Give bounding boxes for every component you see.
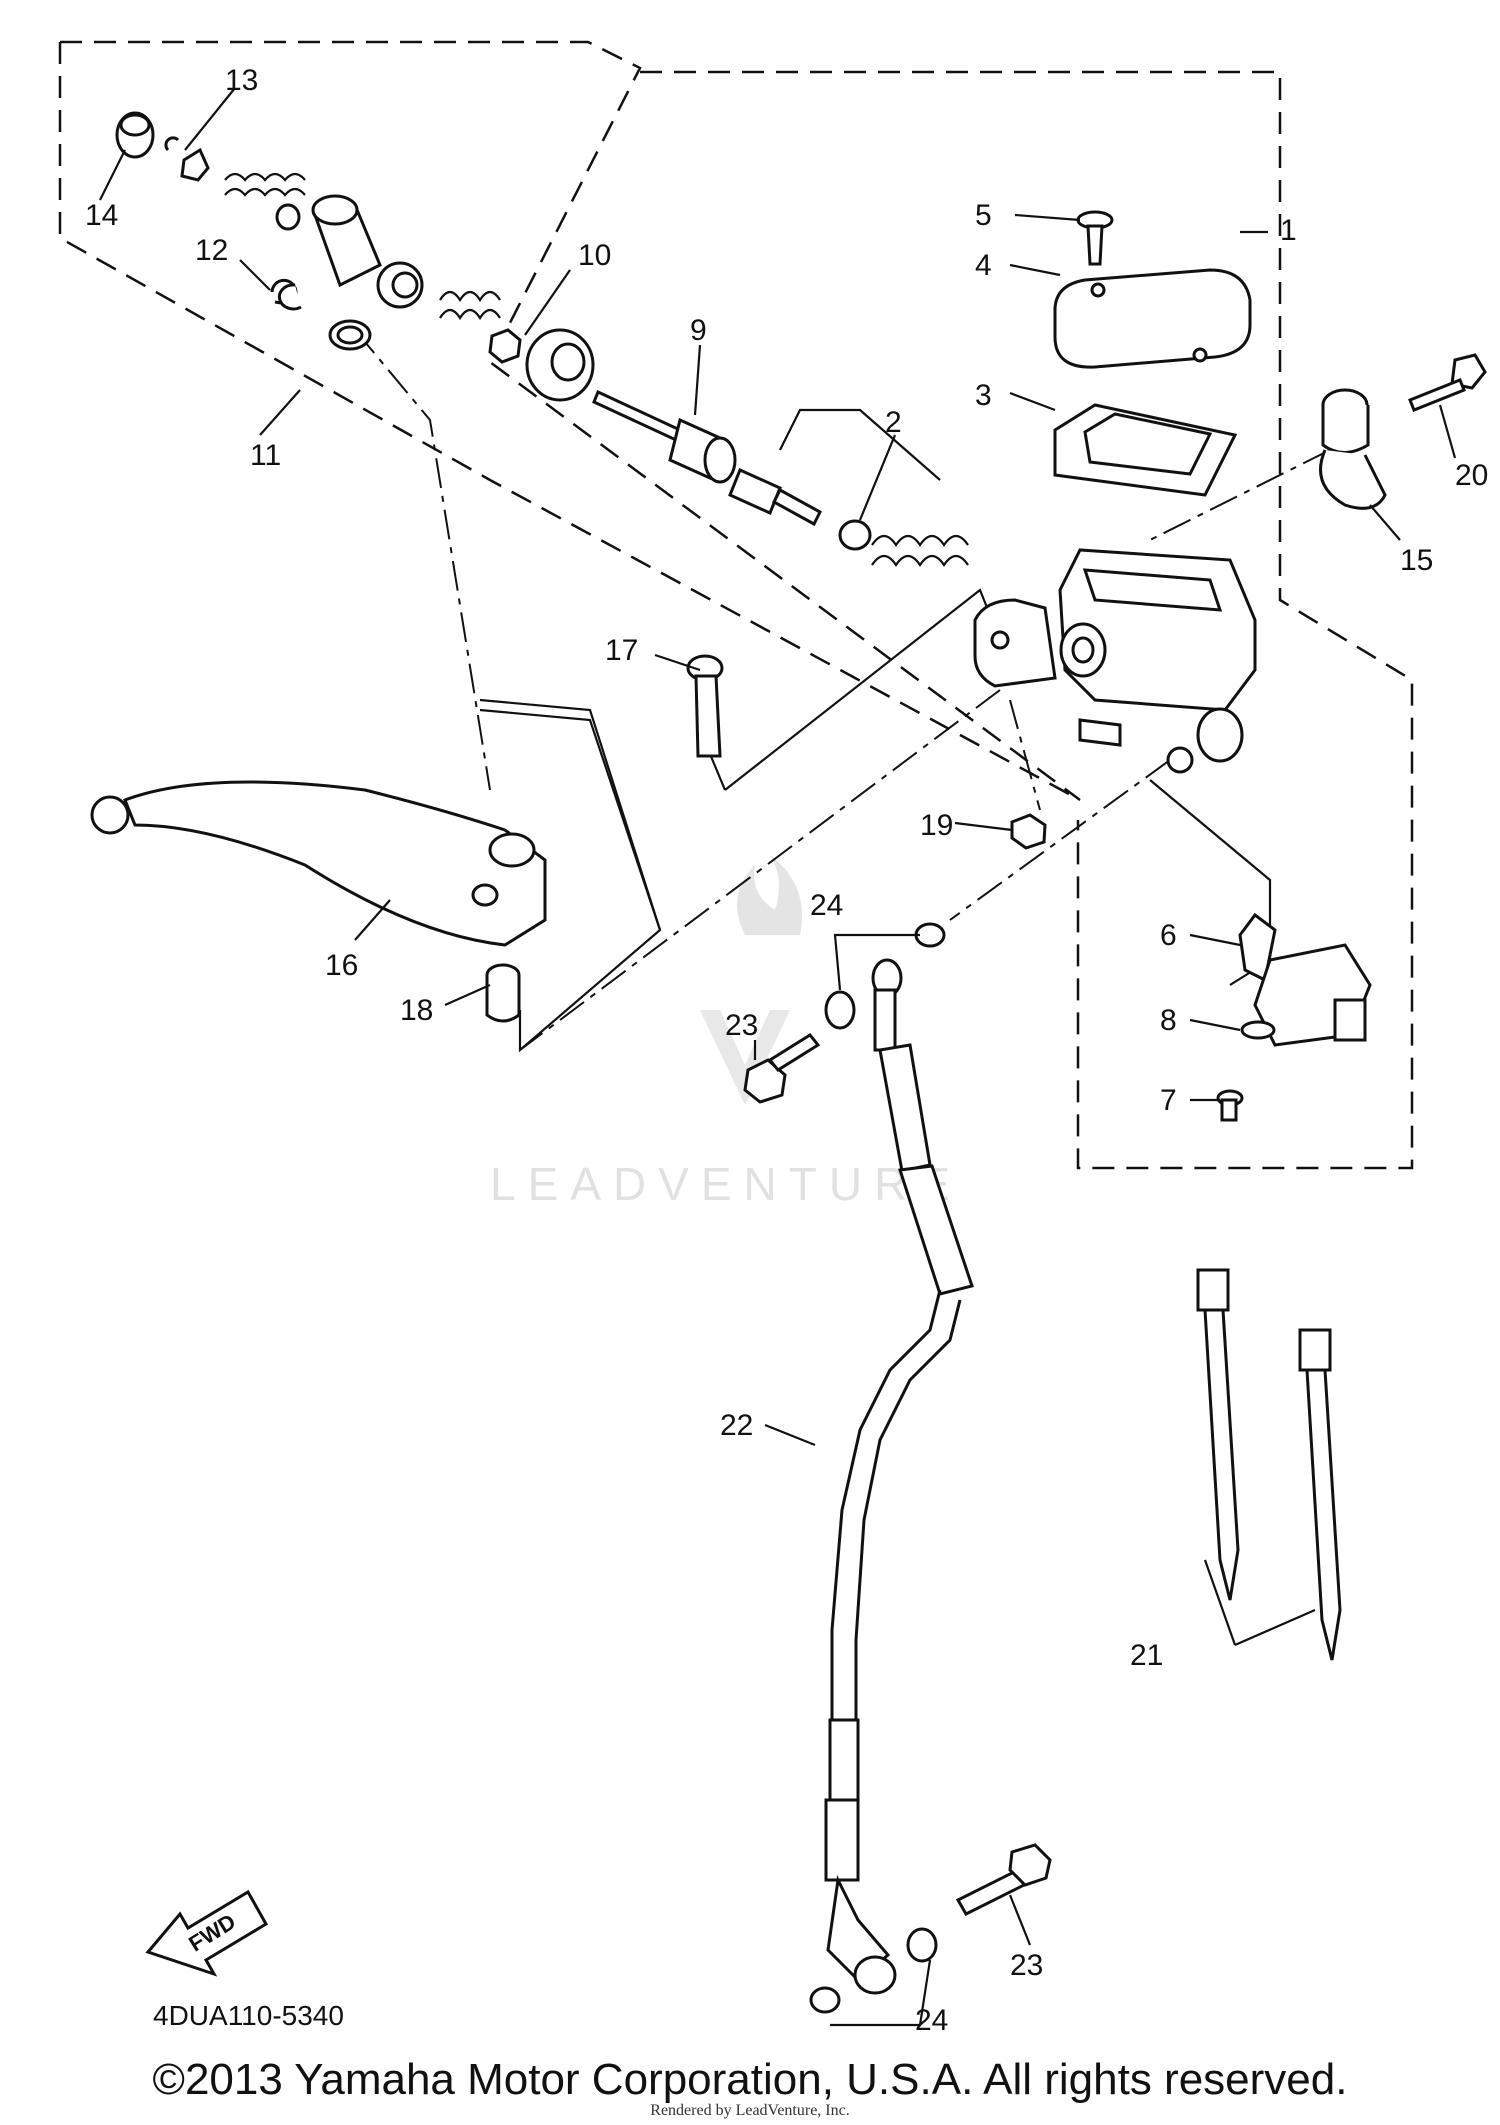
assembly-line-b [1149, 449, 1331, 541]
callout-2: 2 [885, 406, 902, 439]
watermark-flame-icon [737, 855, 802, 935]
callout-8: 8 [1160, 1004, 1177, 1037]
assembly-line-d [1009, 699, 1041, 811]
part-9-push-rod[interactable] [592, 389, 737, 484]
part-spring-medium[interactable] [439, 290, 501, 321]
part-8-washer[interactable] [1240, 1020, 1276, 1040]
callout-15: 15 [1400, 544, 1433, 577]
callout-6: 6 [1160, 919, 1177, 952]
watermark-v-icon [700, 1010, 790, 1105]
callout-1: 1 [1280, 214, 1297, 247]
part-5-screw[interactable] [1076, 210, 1114, 266]
diagram-code: 4DUA110-5340 [153, 2000, 344, 2031]
part-7-screw[interactable] [1216, 1089, 1244, 1122]
part-20-bolt[interactable] [1408, 353, 1487, 412]
part-4-reservoir-cap[interactable] [1053, 268, 1252, 369]
callout-3: 3 [975, 379, 992, 412]
boundary-group-11 [58, 40, 1081, 802]
part-6-brake-switch[interactable] [1238, 912, 1372, 1047]
fwd-arrow: FWD [145, 1889, 269, 1977]
callout-13: 13 [225, 64, 258, 97]
callout-19: 19 [920, 809, 953, 842]
callout-17: 17 [605, 634, 638, 667]
callout-7: 7 [1160, 1084, 1177, 1117]
part-3-diaphragm[interactable] [1053, 403, 1238, 497]
callout-23-upper: 23 [725, 1009, 758, 1042]
assembly-line-a [354, 329, 491, 791]
watermark-text: LEADVENTURE [490, 1158, 962, 1210]
callout-11: 11 [250, 439, 281, 472]
part-17-bolt[interactable] [686, 654, 724, 758]
boundary-group-1 [640, 70, 1414, 1170]
part-21-cable-tie-right[interactable] [1298, 1328, 1342, 1661]
callout-24-lower: 24 [915, 2004, 948, 2037]
part-23-banjo-bolt-lower[interactable] [955, 1843, 1052, 1916]
callout-22: 22 [720, 1409, 753, 1442]
part-14-cap[interactable] [115, 111, 155, 159]
callout-24-upper: 24 [810, 889, 843, 922]
assembly-line-c [519, 689, 1001, 1051]
part-24-washer-upper[interactable] [824, 922, 946, 1030]
copyright-notice: ©2013 Yamaha Motor Corporation, U.S.A. A… [152, 2055, 1348, 2104]
part-10-nut[interactable] [488, 328, 522, 364]
callout-18: 18 [400, 994, 433, 1027]
part-adjuster-nut[interactable] [376, 261, 424, 309]
callout-9: 9 [690, 314, 707, 347]
part-22-brake-hose[interactable] [824, 958, 974, 1995]
part-21-cable-tie-left[interactable] [1196, 1268, 1240, 1601]
part-16-lever[interactable] [90, 780, 547, 947]
callout-16: 16 [325, 949, 358, 982]
callout-5: 5 [975, 199, 992, 232]
rendered-by-notice: Rendered by LeadVenture, Inc. [650, 2102, 850, 2119]
part-12-clip[interactable] [277, 283, 302, 311]
part-19-nut[interactable] [1010, 813, 1047, 850]
callout-23-lower: 23 [1010, 1949, 1043, 1982]
assembly-bracket-18 [479, 708, 662, 1053]
callout-12: 12 [195, 234, 228, 267]
part-washer-small[interactable] [328, 319, 372, 351]
part-23-banjo-bolt-upper[interactable] [743, 1033, 821, 1104]
part-10-boot[interactable] [525, 328, 595, 402]
watermark: LEADVENTURE [490, 855, 962, 1210]
assembly-line-e [949, 759, 1171, 921]
part-spring-small[interactable] [224, 172, 306, 231]
part-24-washers-lower[interactable] [809, 1927, 938, 2014]
callout-4: 4 [975, 249, 992, 282]
callout-10: 10 [578, 239, 611, 272]
assembly-bracket-17 [479, 588, 1002, 931]
callout-20: 20 [1455, 459, 1488, 492]
part-2-piston-kit[interactable] [728, 408, 969, 567]
callouts: 1 2 3 4 5 6 7 8 9 10 11 12 13 14 15 16 1… [85, 64, 1488, 2037]
part-18-collar[interactable] [485, 963, 521, 1023]
part-1-master-cylinder-body[interactable] [973, 548, 1257, 774]
part-15-holder[interactable] [1319, 388, 1387, 510]
callout-14: 14 [85, 199, 118, 232]
callout-21: 21 [1130, 1639, 1163, 1672]
leader-lines [99, 87, 1457, 2027]
part-13-circlip[interactable] [164, 136, 210, 182]
